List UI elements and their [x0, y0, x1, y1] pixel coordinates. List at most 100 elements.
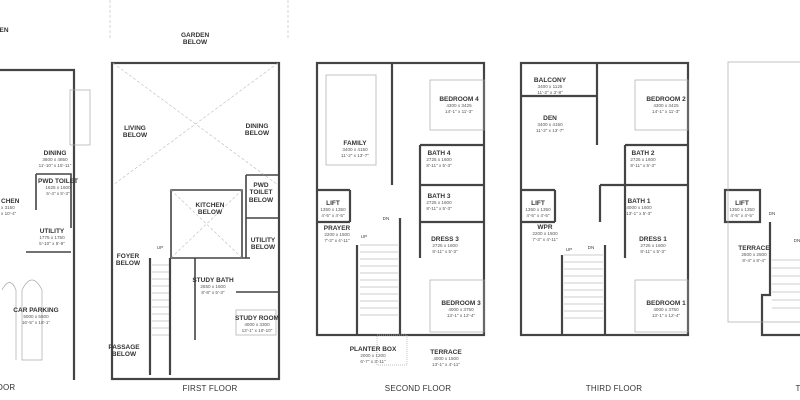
room-label-pwd-toilet: PWD TOILET BELOW — [244, 182, 278, 204]
room-name: BALCONY — [533, 77, 567, 84]
room-name: GARDEN BELOW — [181, 32, 210, 47]
room-name: BEDROOM 3 — [441, 300, 481, 307]
floor-title-first: FIRST FLOOR — [182, 384, 238, 393]
room-dim-mm: 5000 x 5500 — [23, 314, 49, 320]
room-name: EN — [0, 27, 9, 34]
stair-down-mark: DN — [768, 211, 776, 216]
room-dim-mm: 4000 x 3750 — [653, 307, 679, 313]
room-dim-ft: 11'-2" x 3'-8" — [537, 89, 563, 95]
room-name: BATH 2 — [631, 150, 655, 157]
room-dim-ft: 5'-4" x 5'-3" — [46, 190, 70, 196]
room-name: PWD TOILET — [38, 178, 78, 185]
room-label: EN — [0, 27, 9, 34]
room-dim-mm: 4300 x 3425 — [653, 103, 679, 109]
first-floor-walls — [110, 61, 281, 381]
ground-floor-walls — [0, 68, 76, 380]
room-dim-mm: 4300 x 3425 — [446, 103, 472, 109]
room-dim-mm: 4000 x 3750 — [448, 307, 474, 313]
room-name: PRAYER — [323, 225, 351, 232]
room-dim-ft: 7'-3" x 4'-11" — [532, 236, 558, 242]
room-dim-ft: 8'-11" x 5'-3" — [426, 205, 452, 211]
room-name: CHEN — [1, 198, 20, 205]
room-dim-ft: 13'-1" x 5'-3" — [626, 210, 652, 216]
room-dim-mm: 1350 x 1350 — [729, 207, 755, 213]
room-dim-mm: 2000 x 1200 — [360, 353, 386, 359]
stair-down-mark: DN — [382, 216, 390, 221]
room-name: UTILITY BELOW — [250, 237, 276, 252]
room-dim-ft: 13'-1" x 12'-4" — [446, 312, 476, 318]
room-dim-mm: 2500 x 2500 — [741, 252, 767, 258]
room-name: BATH 3 — [427, 193, 451, 200]
room-name: LIVING BELOW — [122, 125, 148, 140]
floor-title-second: SECOND FLOOR — [384, 384, 452, 393]
room-name: DINING BELOW — [244, 123, 270, 138]
room-name: TERRACE — [738, 245, 770, 252]
room-dim-ft: 4'-5" x 4'-5" — [730, 212, 754, 218]
room-dim-mm: 2725 x 1600 — [640, 243, 666, 249]
room-name: DRESS 3 — [431, 236, 459, 243]
room-label-passage: PASSAGE BELOW — [108, 344, 140, 359]
room-dim-ft: 14'-1" x 11'-3" — [652, 108, 680, 114]
room-dim-mm: 4000 x 1600 — [626, 205, 652, 211]
room-label-utility: UTILITY BELOW — [248, 237, 278, 252]
room-dim-mm: 3400 x 4150 — [342, 147, 368, 153]
room-dim-ft: 8'-11" x 5'-3" — [432, 248, 458, 254]
stair-up-mark: UP — [360, 234, 368, 239]
room-dim-mm: 4000 x 1500 — [433, 356, 459, 362]
room-name: BEDROOM 2 — [646, 96, 686, 103]
room-name: LIFT — [531, 200, 545, 207]
room-dim-mm: 1625 x 1600 — [45, 185, 71, 191]
room-name: DINING — [43, 150, 67, 157]
room-dim-mm: 2725 x 1600 — [426, 200, 452, 206]
room-name: PASSAGE BELOW — [108, 344, 140, 359]
room-label-foyer: FOYER BELOW — [114, 253, 142, 268]
floor-title-ground: OOR — [0, 383, 16, 392]
room-name: BATH 1 — [627, 198, 651, 205]
room-name: PWD TOILET BELOW — [248, 182, 274, 204]
room-name: DEN — [543, 115, 557, 122]
stair-down-mark: DN — [793, 238, 800, 243]
room-dim-ft: 7'-3" x 4'-11" — [324, 237, 350, 243]
room-dim-ft: 5'-10" x 5'-9" — [39, 240, 65, 246]
room-dim-ft: 14'-1" x 11'-3" — [445, 108, 473, 114]
room-dim-mm: 2725 x 1600 — [432, 243, 458, 249]
room-dim-mm: x 3150 — [1, 205, 15, 211]
stair-up-mark: UP — [565, 247, 573, 252]
room-name: DRESS 1 — [639, 236, 667, 243]
room-dim-mm: 4000 x 3300 — [244, 322, 270, 328]
room-dim-mm: 2725 x 1600 — [630, 157, 656, 163]
room-dim-mm: 1350 x 1350 — [320, 207, 346, 213]
room-name: STUDY ROOM — [235, 315, 279, 322]
room-name: FAMILY — [343, 140, 367, 147]
room-dim-ft: x 10'-4" — [1, 210, 17, 216]
room-dim-ft: 11'-2" x 13'-7" — [536, 127, 564, 133]
room-dim-ft: 8'-11" x 5'-3" — [640, 248, 666, 254]
room-name: LIFT — [735, 200, 749, 207]
room-dim-ft: 8'-11" x 5'-3" — [426, 162, 452, 168]
